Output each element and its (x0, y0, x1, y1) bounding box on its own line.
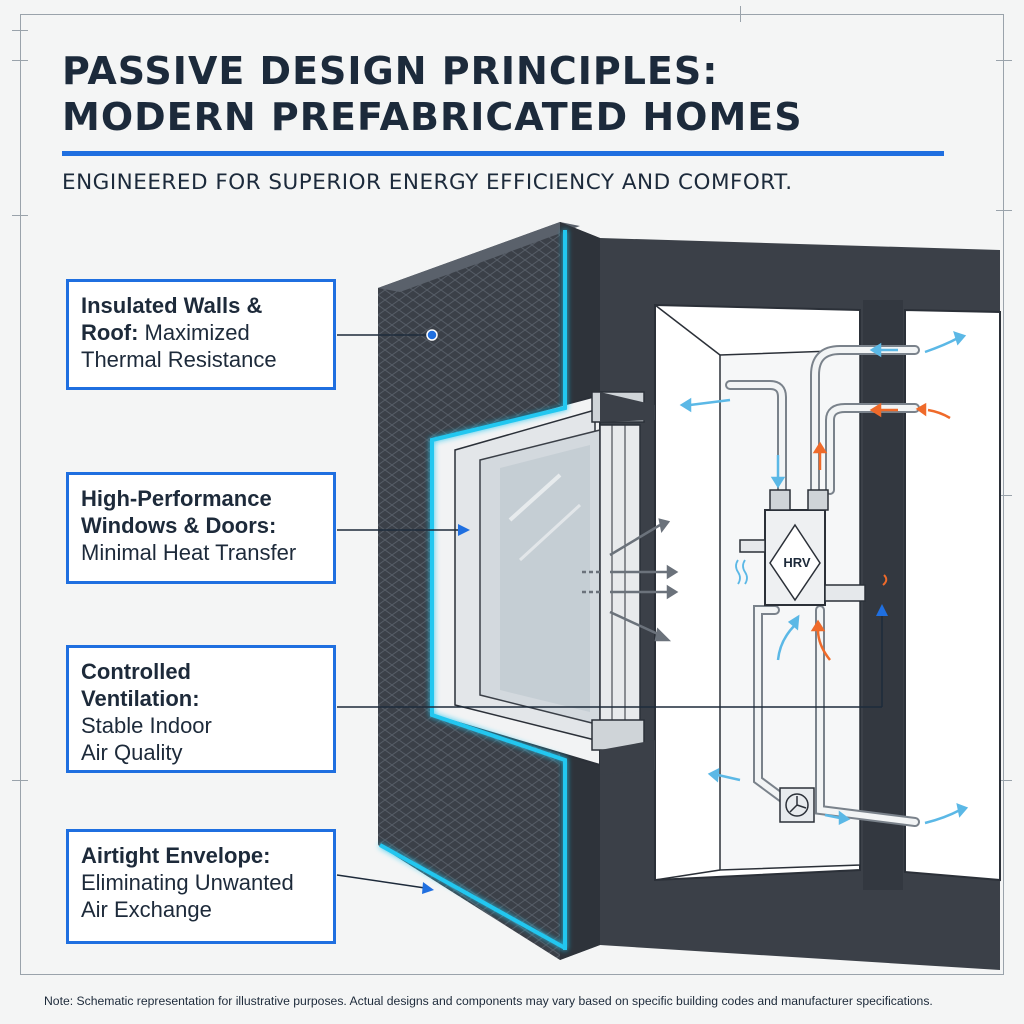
warm-airflow-arrows (810, 402, 951, 661)
frame-border-right (1003, 14, 1004, 974)
frame-tick (996, 780, 1012, 781)
callout-body: Stable Indoor (81, 713, 212, 738)
footnote: Note: Schematic representation for illus… (44, 994, 933, 1008)
title-underline (62, 151, 944, 156)
frame-tick (12, 30, 28, 31)
title-line-1: Passive Design Principles: (62, 49, 719, 93)
callout-heading: Controlled (81, 659, 191, 684)
frame-border-bottom (20, 974, 1004, 975)
leader-markers (422, 329, 888, 894)
wall-marker-dot (426, 329, 438, 341)
callout-body: Thermal Resistance (81, 347, 277, 372)
hrv-unit (739, 489, 866, 606)
page-title: Passive Design Principles: Modern Prefab… (62, 48, 962, 140)
callout-body: Air Exchange (81, 897, 212, 922)
frame-tick (740, 6, 741, 22)
ventilation-ducts-inner (727, 347, 918, 825)
heat-wave-icon (735, 559, 748, 585)
arrow-pointer-icon (458, 524, 470, 536)
callout-body: Minimal Heat Transfer (81, 540, 297, 565)
callout-body: Maximized (144, 320, 250, 345)
callout-heading: Windows & Doors: (81, 513, 277, 538)
arrow-pointer-icon (876, 604, 888, 616)
airtight-envelope-line (379, 230, 567, 950)
leader-lines (336, 334, 883, 889)
callout-heading: Roof: (81, 320, 139, 345)
callout-heading: Insulated Walls & (81, 293, 263, 318)
page-subtitle: Engineered for Superior Energy Efficienc… (62, 170, 793, 195)
frame-border-top (20, 14, 1004, 15)
heat-transfer-arrows (582, 518, 679, 642)
frame-tick (996, 495, 1012, 496)
frame-tick (12, 215, 28, 216)
callout-ventilation: Controlled Ventilation: Stable Indoor Ai… (66, 645, 336, 773)
callout-heading: High-Performance (81, 486, 272, 511)
callout-insulated-walls: Insulated Walls & Roof: Maximized Therma… (66, 279, 336, 390)
arrow-pointer-icon (422, 882, 434, 894)
cool-airflow-arrows (679, 331, 969, 826)
frame-tick (12, 780, 28, 781)
hrv-label: HRV (783, 555, 811, 570)
callout-windows-doors: High-Performance Windows & Doors: Minima… (66, 472, 336, 584)
fan-icon (779, 787, 815, 823)
callout-body: Eliminating Unwanted (81, 870, 294, 895)
high-performance-window (431, 391, 655, 775)
callout-airtight-envelope: Airtight Envelope: Eliminating Unwanted … (66, 829, 336, 944)
frame-tick (996, 60, 1012, 61)
callout-heading: Ventilation: (81, 686, 200, 711)
callout-body: Air Quality (81, 740, 183, 765)
title-line-2: Modern Prefabricated Homes (62, 95, 803, 139)
warm-indicator-icon (882, 574, 888, 586)
frame-border-left (20, 14, 21, 974)
callout-heading: Airtight Envelope: (81, 843, 271, 868)
frame-tick (996, 210, 1012, 211)
frame-tick (12, 60, 28, 61)
